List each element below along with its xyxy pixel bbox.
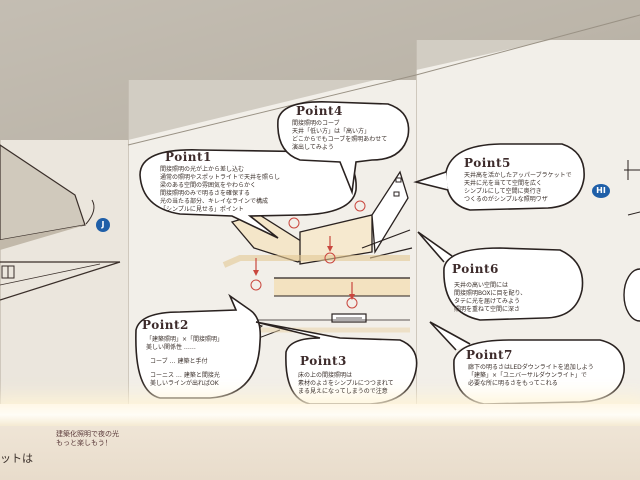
point2-item-b: コーニス … 建築と間接光 美しいラインが出ればOK [150, 372, 220, 387]
bottom-note: 建築化照明で夜の光 もっと楽しもう！ [56, 430, 119, 447]
light-strip [0, 404, 640, 426]
badge-j: J [96, 218, 110, 232]
point3-text: 床の上の間接照明は 素材のよさをシンプルにつつまれて まる見えになってしまうので… [298, 372, 394, 395]
point2-title: Point2 [140, 318, 191, 332]
point1-text: 間接照明の光が上から差し込む 通常の照明やスポットライトで天井を照らし 梁のある… [160, 166, 281, 213]
point3-title: Point3 [298, 354, 349, 368]
point6-title: Point6 [450, 262, 501, 276]
point2-item-a: コーブ … 建築と手付 [150, 358, 208, 365]
point1-title: Point1 [163, 150, 214, 164]
point5-title: Point5 [462, 156, 513, 170]
badge-hi: HI [592, 184, 610, 198]
bottom-left-text: ットは [0, 452, 33, 465]
point5-text: 天井高を活かしたアッパーブラケットで 天井に光を当てて空間を広く シンプルにして… [464, 172, 572, 203]
lower-wall [0, 426, 640, 480]
point2-text: 「建築照明」×「間接照明」 美しい関係性 …… [146, 336, 224, 351]
point7-title: Point7 [464, 348, 515, 362]
point7-text: 廊下の明るさはLEDダウンライトを追加しよう 「建築」×「ユニバーサルダウンライ… [468, 364, 594, 387]
point4-title: Point4 [294, 104, 345, 118]
point4-text: 間接照明のコーブ 天井「低い方」は「高い方」 どこからでもコーブを照明あわせて … [292, 120, 388, 151]
point6-text: 天井の高い空間には 間接照明BOXに目を配り、 タテに光を届けてみよう 照明を重… [454, 282, 527, 313]
